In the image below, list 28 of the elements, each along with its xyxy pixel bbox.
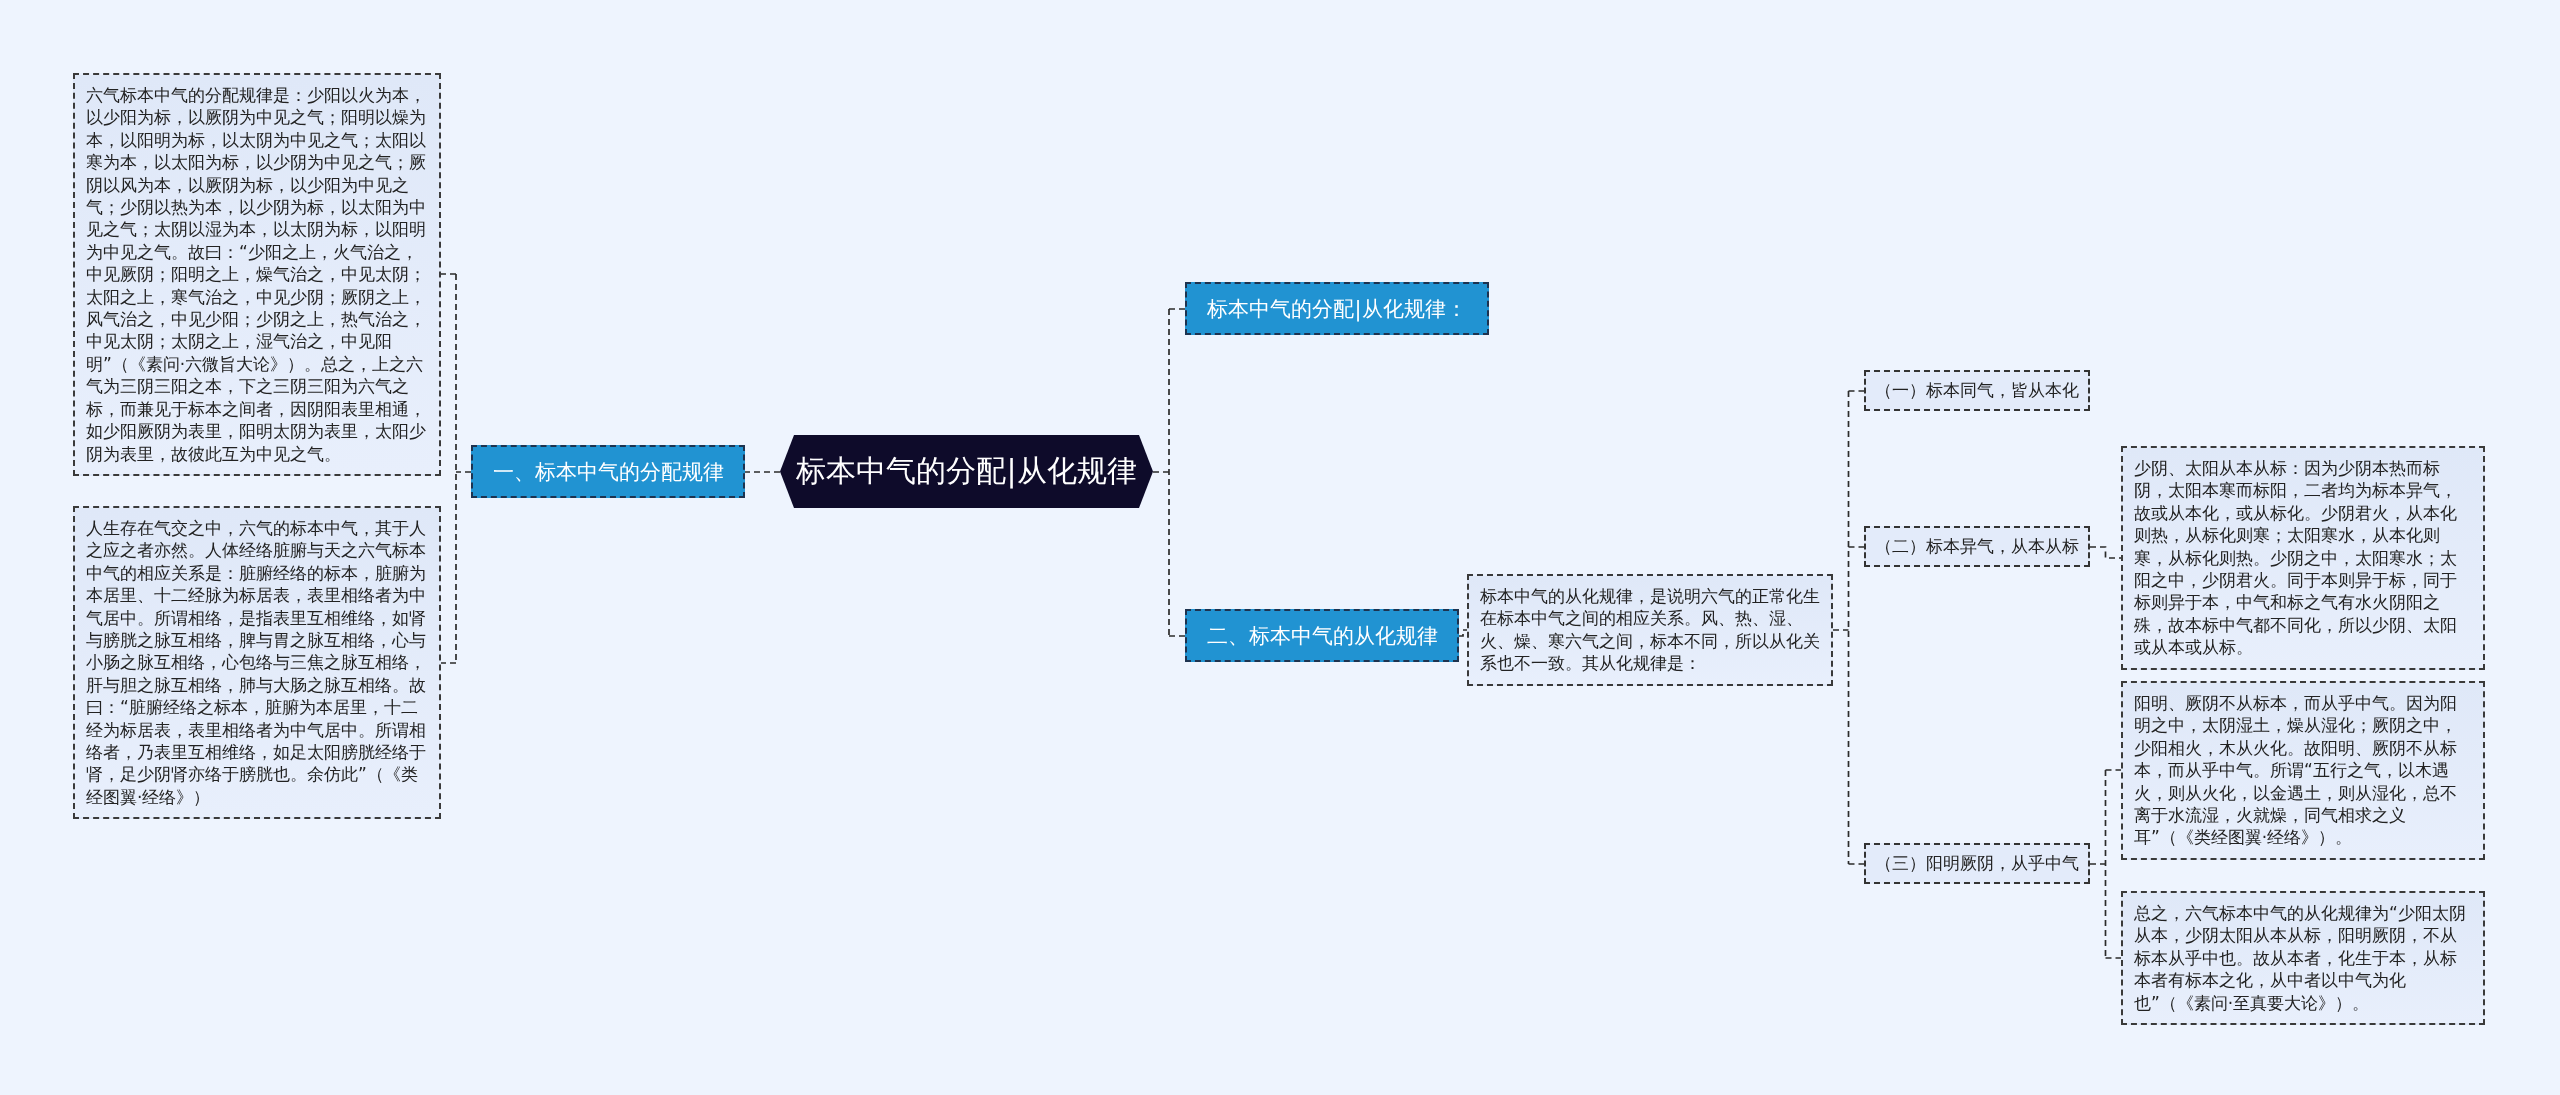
connector-line (1832, 390, 1850, 865)
subtopic-label: （一）标本同气，皆从本化 (1864, 370, 2090, 411)
central-topic: 标本中气的分配|从化规律 (780, 435, 1153, 508)
detail-note: 阳明、厥阴不从标本，而从乎中气。因为阳明之中，太阴湿土，燥从湿化；厥阴之中，少阳相火，木从火化。故阳明、厥阴不从标本，而从乎中气。所谓“五行之气，以木遇火，则从火化，以金遇土，则从湿化，总不离于水流湿，火就燥，同气相求之义耳”（《类经图翼·经络》）。 (2121, 681, 2485, 860)
branch-topic: 二、标本中气的从化规律 (1185, 609, 1459, 662)
connector-line (1152, 308, 1170, 637)
connector-line (744, 471, 781, 473)
detail-note: 标本中气的从化规律，是说明六气的正常化生在标本中气之间的相应关系。风、热、湿、火、燥、寒六气之间，标本不同，所以从化关系也不一致。其从化规律是： (1467, 574, 1833, 686)
connector-line (1168, 308, 1186, 310)
connector-line (1847, 390, 1865, 392)
connector-line (1168, 635, 1186, 637)
connector-line (1847, 546, 1865, 548)
connector-line (2089, 546, 2122, 559)
connector-line (440, 662, 457, 664)
subtopic-label: （三）阳明厥阴，从乎中气 (1864, 843, 2090, 884)
connector-line (2089, 769, 2107, 959)
connector-line (440, 273, 457, 275)
connector-line (2104, 957, 2122, 959)
connector-line (1458, 629, 1468, 637)
connector-line (2104, 769, 2122, 771)
detail-note: 总之，六气标本中气的从化规律为“少阳太阴从本，少阴太阳从本从标，阳明厥阴，不从标本从乎中也。故从本者，化生于本，从标本者有标本之化，从中者以中气为化也”（《素问·至真要大论》）。 (2121, 891, 2485, 1026)
branch-topic: 一、标本中气的分配规律 (471, 445, 745, 498)
connector-line (1847, 863, 1865, 865)
detail-note: 人生存在气交之中，六气的标本中气，其于人之应之者亦然。人体经络脏腑与天之六气标本中气的相应关系是：脏腑经络的标本，脏腑为本居里、十二经脉为标居表，表里相络者为中气居中。所谓相络，是指表里互相维络，如肾与膀胱之脉互相络，脾与胃之脉互相络，心与小肠之脉互相络，心包络与三焦之脉互相络，肝与胆之脉互相络，肺与大肠之脉互相络。故曰：“脏腑经络之标本，脏腑为本居里，十二经为标居表，表里相络者为中气居中。所谓相络者，乃表里互相维络，如足太阳膀胱经络于肾，足少阴肾亦络于膀胱也。余仿此”（《类经图翼·经络》） (73, 506, 441, 820)
branch-topic: 标本中气的分配|从化规律： (1185, 282, 1489, 335)
detail-note: 少阴、太阳从本从标：因为少阴本热而标阴，太阳本寒而标阳，二者均为标本异气，故或从本化，或从标化。少阴君火，从本化则热，从标化则寒；太阳寒水，从本化则寒，从标化则热。少阴之中，太阳寒水；太阳之中，少阴君火。同于本则异于标，同于标则异于本，中气和标之气有水火阴阳之殊，故本标中气都不同化，所以少阴、太阳或从本或从标。 (2121, 446, 2485, 670)
detail-note: 六气标本中气的分配规律是：少阳以火为本，以少阳为标，以厥阴为中见之气；阳明以燥为本，以阳明为标，以太阴为中见之气；太阳以寒为本，以太阳为标，以少阴为中见之气；厥阴以风为本，以厥阴为标，以少阳为中见之气；少阴以热为本，以少阴为标，以太阳为中见之气；太阴以湿为本，以太阴为标，以阳明为中见之气。故曰：“少阳之上，火气治之，中见厥阴；阳明之上，燥气治之，中见太阴；太阳之上，寒气治之，中见少阴；厥阴之上，风气治之，中见少阳；少阴之上，热气治之，中见太阴；太阴之上，湿气治之，中见阳明”（《素问·六微旨大论》）。总之，上之六气为三阴三阳之本，下之三阴三阳为六气之标，而兼见于标本之间者，因阴阳表里相通，如少阳厥阴为表里，阳明太阴为表里，太阳少阴为表里，故彼此互为中见之气。 (73, 73, 441, 476)
subtopic-label: （二）标本异气，从本从标 (1864, 526, 2090, 567)
